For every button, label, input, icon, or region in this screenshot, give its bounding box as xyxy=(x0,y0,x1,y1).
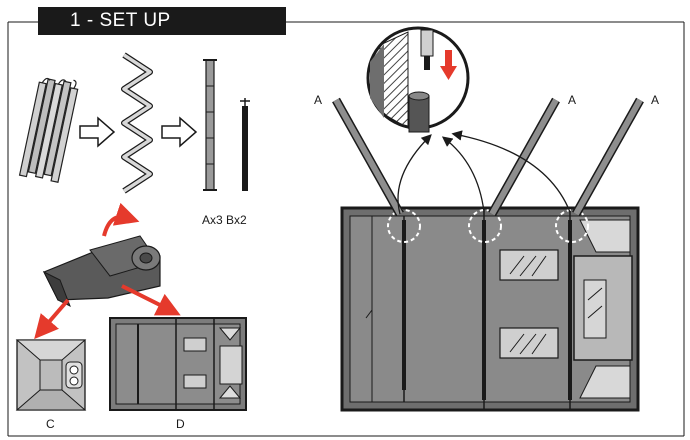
pole-a-icon xyxy=(203,59,217,191)
step-arrow-icon xyxy=(79,116,116,148)
step-arrow-icon xyxy=(161,116,198,148)
pole-a-tag: A xyxy=(651,93,659,107)
section-title-text: 1 - SET UP xyxy=(70,10,171,31)
tent-plan-view xyxy=(340,206,640,412)
frame-border xyxy=(7,21,685,437)
detail-magnifier xyxy=(366,26,470,133)
red-arrow-icon xyxy=(121,284,181,316)
pole-a-icon xyxy=(332,97,644,217)
callout-arrow xyxy=(451,130,571,213)
red-arrow-icon xyxy=(34,298,70,340)
callout-arrow xyxy=(441,136,485,213)
rotate-arrow-icon xyxy=(102,202,140,237)
pole-count-label: Ax3 Bx2 xyxy=(202,213,247,227)
section-title: 1 - SET UP xyxy=(38,7,286,35)
pole-b-icon xyxy=(240,98,250,191)
unfolded-pole-icon xyxy=(121,52,153,194)
callout-arrow xyxy=(397,134,432,215)
red-arrow-icon xyxy=(440,66,457,80)
part-c-icon xyxy=(15,339,87,411)
pole-a-tag: A xyxy=(568,93,576,107)
part-d-icon xyxy=(109,317,247,411)
part-d-label: D xyxy=(176,417,185,431)
pole-a-tag: A xyxy=(314,93,322,107)
folded-poles-icon xyxy=(18,77,79,183)
rolled-tent-icon xyxy=(42,235,161,308)
part-c-label: C xyxy=(46,417,55,431)
